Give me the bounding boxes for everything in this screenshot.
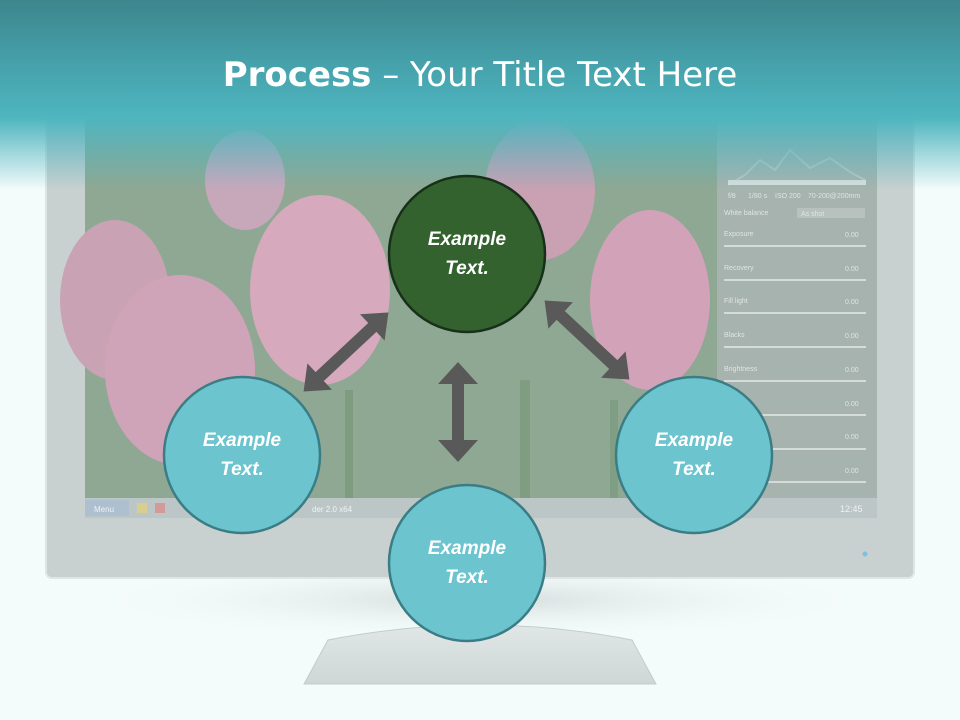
node-right [614, 375, 774, 535]
svg-text:70-200@200mm: 70-200@200mm [808, 193, 860, 200]
svg-text:Recovery: Recovery [724, 265, 754, 272]
svg-text:Menu: Menu [94, 505, 114, 514]
svg-text:ISO 200: ISO 200 [775, 193, 801, 200]
svg-text:12:45: 12:45 [840, 504, 863, 514]
title-rest: – Your Title Text Here [371, 55, 738, 95]
svg-text:0.00: 0.00 [845, 468, 859, 475]
svg-text:0.00: 0.00 [845, 232, 859, 239]
node-bottom [387, 483, 547, 643]
header-band [0, 0, 960, 190]
connector-arrows [303, 300, 630, 462]
svg-text:0.00: 0.00 [845, 299, 859, 306]
svg-text:1/80 s: 1/80 s [748, 193, 768, 200]
svg-text:0.00: 0.00 [845, 367, 859, 374]
arrow-top-left [303, 312, 389, 392]
node-bottom-text: Example Text. [427, 538, 507, 588]
svg-text:As shot: As shot [801, 211, 824, 218]
title-bold: Process [222, 55, 372, 95]
node-top [387, 174, 547, 334]
slide-title: Process – Your Title Text Here [0, 52, 960, 98]
arrow-vertical [438, 362, 478, 462]
svg-text:0.00: 0.00 [845, 401, 859, 408]
svg-text:Brightness: Brightness [724, 366, 758, 373]
svg-text:Blacks: Blacks [724, 332, 745, 339]
svg-text:f/8: f/8 [728, 193, 736, 200]
svg-text:0.00: 0.00 [845, 434, 859, 441]
svg-text:der 2.0 x64: der 2.0 x64 [312, 505, 353, 514]
svg-text:0.00: 0.00 [845, 333, 859, 340]
svg-text:Fill light: Fill light [724, 298, 748, 305]
node-left [162, 375, 322, 535]
process-nodes [162, 174, 774, 643]
node-left-text: Example Text. [202, 430, 282, 480]
node-top-text: Example Text. [427, 229, 507, 279]
svg-text:Exposure: Exposure [724, 231, 754, 238]
svg-text:White balance: White balance [724, 210, 768, 217]
node-right-text: Example Text. [654, 430, 734, 480]
arrow-top-right [544, 300, 630, 380]
power-led [862, 551, 868, 557]
svg-text:0.00: 0.00 [845, 266, 859, 273]
